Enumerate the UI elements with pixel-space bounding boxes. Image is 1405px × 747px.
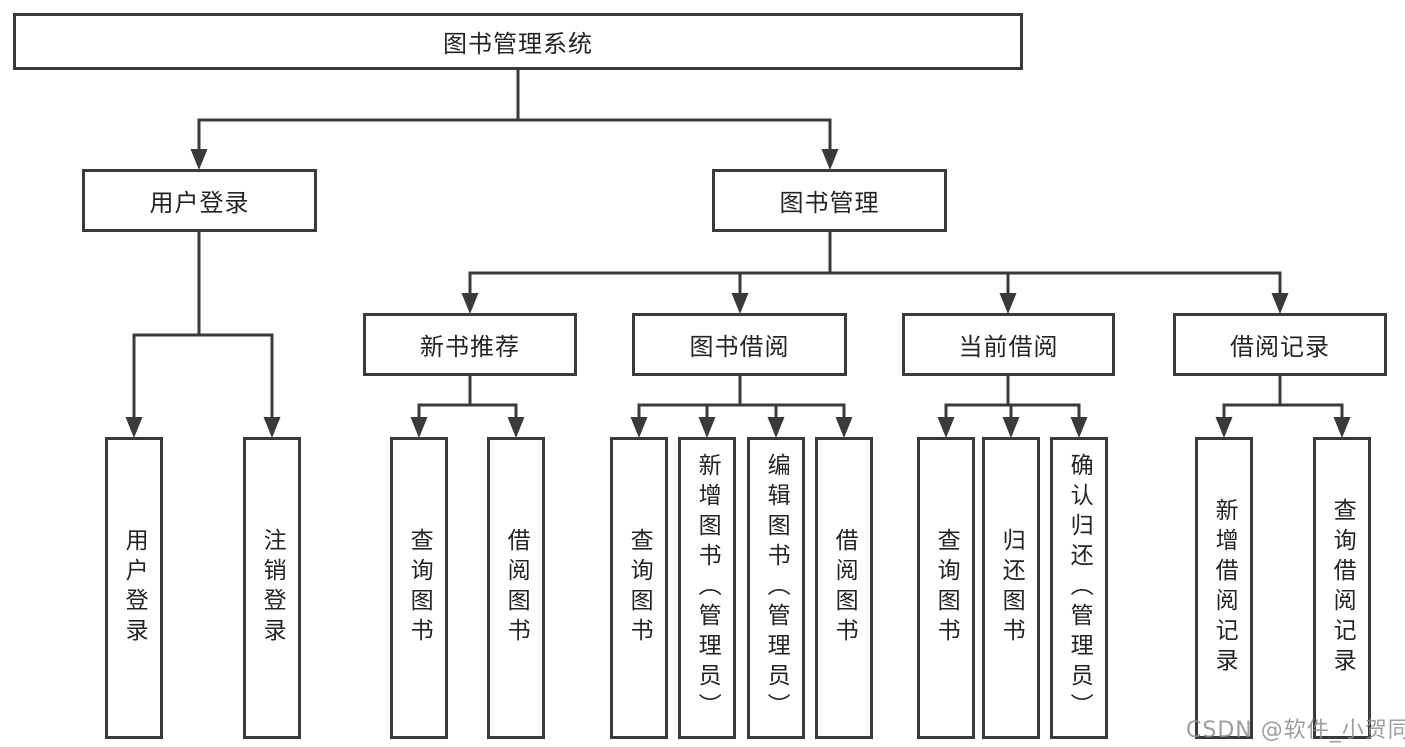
node-label: 用户登录	[149, 189, 250, 217]
arrowhead-down-icon	[1002, 417, 1020, 438]
leaf-label: 编辑图书（管理员）	[763, 453, 790, 723]
leaf-label: 查询图书	[626, 528, 653, 648]
arrowhead-down-icon	[1070, 417, 1088, 438]
node-user-login: 用户登录	[82, 169, 317, 232]
leaf-query-books-2: 查询图书	[610, 437, 668, 739]
leaf-borrow-books-1: 借阅图书	[487, 437, 545, 739]
leaf-user-login: 用户登录	[105, 437, 163, 739]
arrowhead-down-icon	[937, 417, 955, 438]
leaf-query-books-1: 查询图书	[390, 437, 448, 739]
leaf-query-books-3: 查询图书	[917, 437, 975, 739]
leaf-label: 查询图书	[933, 528, 960, 648]
arrowhead-down-icon	[698, 417, 716, 438]
node-book-borrowing: 图书借阅	[632, 313, 847, 376]
leaf-label: 查询图书	[406, 528, 433, 648]
arrowhead-down-icon	[767, 417, 785, 438]
node-new-book-recommendation: 新书推荐	[363, 313, 577, 376]
arrowhead-down-icon	[1215, 417, 1233, 438]
arrowhead-down-icon	[461, 293, 479, 314]
node-label: 当前借阅	[958, 333, 1059, 361]
node-label: 借阅记录	[1230, 333, 1330, 361]
arrowhead-down-icon	[263, 417, 281, 438]
leaf-label: 注销登录	[259, 528, 286, 648]
csdn-watermark: CSDN @软件_小贺同学	[1186, 718, 1405, 743]
leaf-label: 新增图书（管理员）	[694, 453, 721, 723]
leaf-edit-books-admin: 编辑图书（管理员）	[747, 437, 805, 739]
arrowhead-down-icon	[835, 417, 853, 438]
node-library-management-system: 图书管理系统	[13, 13, 1023, 70]
arrowhead-down-icon	[630, 417, 648, 438]
arrowhead-down-icon	[821, 149, 839, 170]
leaf-label: 确认归还（管理员）	[1066, 453, 1093, 723]
node-borrowing-records: 借阅记录	[1173, 313, 1387, 376]
leaf-label: 用户登录	[121, 528, 148, 648]
leaf-confirm-return-admin: 确认归还（管理员）	[1050, 437, 1108, 739]
leaf-add-books-admin: 新增图书（管理员）	[678, 437, 736, 739]
leaf-return-books: 归还图书	[982, 437, 1040, 739]
arrowhead-down-icon	[999, 293, 1017, 314]
leaf-borrow-books-2: 借阅图书	[815, 437, 873, 739]
node-label: 图书管理系统	[443, 30, 593, 58]
node-label: 新书推荐	[420, 333, 520, 361]
leaf-label: 查询借阅记录	[1329, 498, 1356, 678]
node-book-management: 图书管理	[712, 169, 947, 232]
leaf-label: 借阅图书	[831, 528, 858, 648]
arrowhead-down-icon	[507, 417, 525, 438]
node-label: 图书借阅	[689, 333, 790, 361]
leaf-label: 借阅图书	[503, 528, 530, 648]
arrowhead-down-icon	[125, 417, 143, 438]
leaf-logout: 注销登录	[243, 437, 301, 739]
leaf-add-borrow-record: 新增借阅记录	[1195, 437, 1253, 739]
leaf-label: 归还图书	[998, 528, 1025, 648]
arrowhead-down-icon	[190, 149, 208, 170]
arrowhead-down-icon	[1271, 293, 1289, 314]
leaf-query-borrow-record: 查询借阅记录	[1313, 437, 1371, 739]
arrowhead-down-icon	[731, 293, 749, 314]
leaf-label: 新增借阅记录	[1211, 498, 1238, 678]
arrowhead-down-icon	[1333, 417, 1351, 438]
node-current-borrowing: 当前借阅	[902, 313, 1115, 376]
arrowhead-down-icon	[410, 417, 428, 438]
node-label: 图书管理	[779, 189, 880, 217]
